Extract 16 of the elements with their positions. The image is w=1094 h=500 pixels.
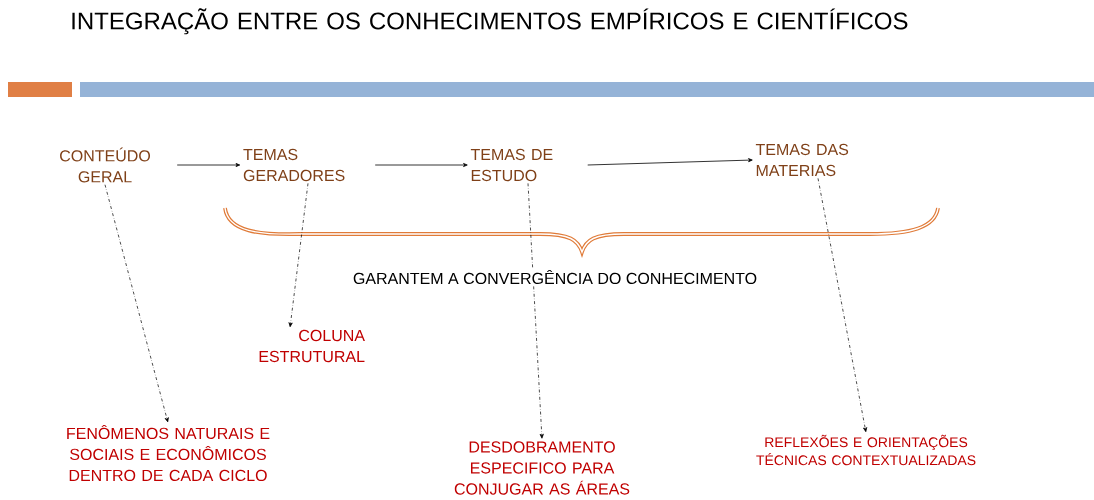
- node-text: CONTEÚDO GERAL: [60, 147, 150, 183]
- dashed-arrow: [104, 184, 169, 423]
- node-text: TEMAS DAS MATERIAS: [755, 143, 849, 177]
- arrow: [587, 158, 753, 166]
- arrow: [374, 163, 468, 167]
- node-text: DESDOBRAMENTO ESPECIFICO PARA CONJUGAR AS ÁREAS: [454, 441, 630, 495]
- arrow: [176, 163, 241, 167]
- dashed-arrow: [817, 178, 868, 433]
- node-text: TEMAS DE ESTUDO: [470, 148, 553, 182]
- dashed-arrow: [527, 183, 544, 439]
- node-text: REFLEXÕES E ORIENTAÇÕES TÉCNICAS CONTEXTUALIZADAS: [756, 434, 976, 466]
- node-text: TEMAS GERADORES: [243, 148, 345, 182]
- brace-label: GARANTEM A CONVERGÊNCIA DO CONHECIMENTO: [351, 268, 759, 286]
- node-text: FENÔMENOS NATURAIS E SOCIAIS E ECONÔMICOS DENTRO DE CADA CICLO: [67, 424, 270, 482]
- title: INTEGRAÇÃO ENTRE OS CONHECIMENTOS EMPÍRICOS E CIENTÍFICOS: [72, 8, 908, 35]
- node-text: COLUNA ESTRUTURAL: [259, 329, 365, 363]
